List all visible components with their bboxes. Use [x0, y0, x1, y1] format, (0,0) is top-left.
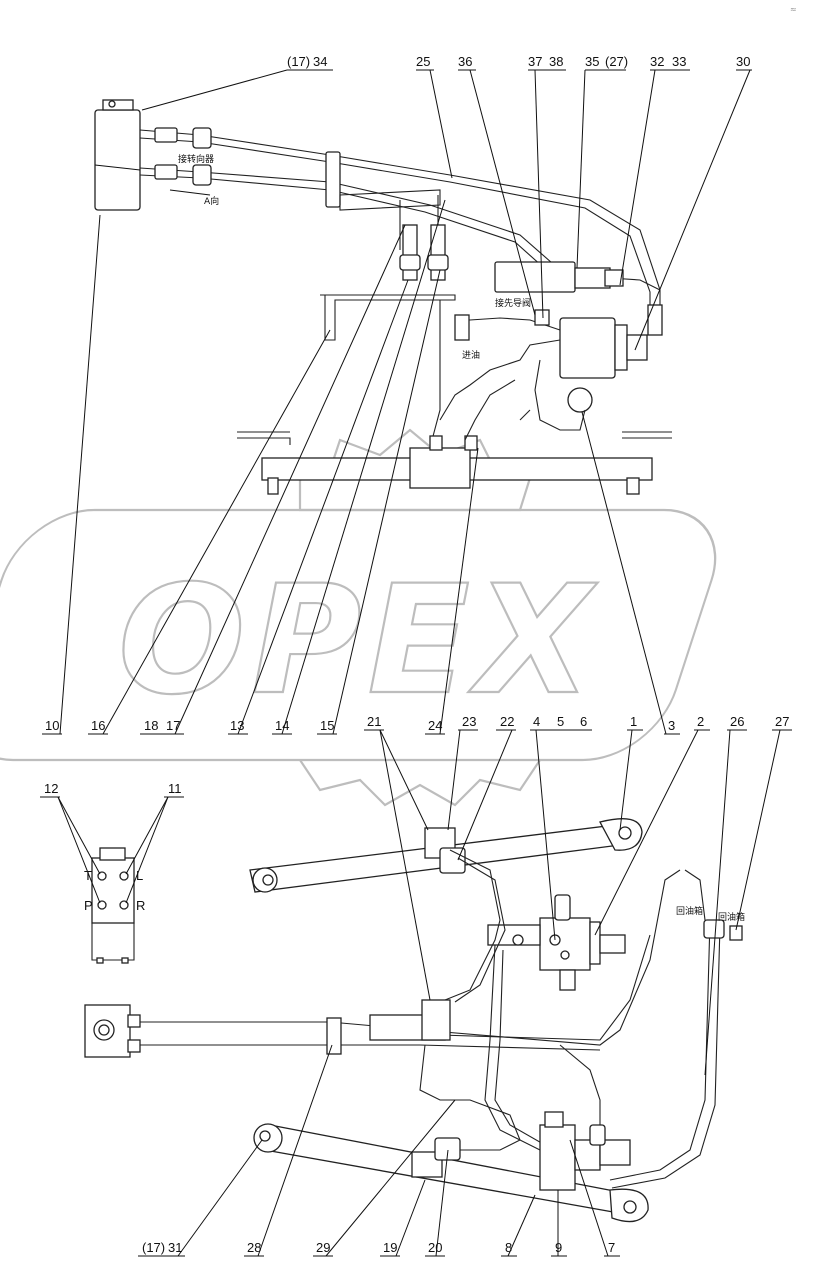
port-l: L: [136, 868, 143, 883]
callout-35: 35: [585, 54, 599, 69]
lower-assembly: [84, 818, 743, 1223]
port-t: T: [84, 868, 92, 883]
callout-24: 24: [428, 718, 442, 733]
annotation-return-1: 回油箱: [676, 905, 703, 917]
callout-5: 5: [557, 714, 564, 729]
callout-1: 1: [630, 714, 637, 729]
callout-29: 29: [316, 1240, 330, 1255]
corner-mark: ≈: [790, 5, 797, 14]
callout-20: 20: [428, 1240, 442, 1255]
callout-19: 19: [383, 1240, 397, 1255]
callout-27b: 27: [775, 714, 789, 729]
lower-top-callouts: 12 11 21 23 22 4 5 6 1 2 26 27: [40, 714, 792, 1076]
callout-22: 22: [500, 714, 514, 729]
callout-17c: (17): [142, 1240, 165, 1255]
callout-38: 38: [549, 54, 563, 69]
callout-13: 13: [230, 718, 244, 733]
callout-6: 6: [580, 714, 587, 729]
callout-37: 37: [528, 54, 542, 69]
callout-7: 7: [608, 1240, 615, 1255]
steering-valve: [539, 917, 591, 971]
annotation-pilot: 接先导阀: [495, 297, 531, 309]
top-assembly: [94, 99, 672, 495]
callout-8: 8: [505, 1240, 512, 1255]
annotation-a-dir: A向: [204, 195, 219, 207]
callout-30: 30: [736, 54, 750, 69]
callout-18: 18: [144, 718, 158, 733]
priority-valve: [559, 317, 616, 379]
orbitrol-body: [94, 109, 141, 211]
callout-33: 33: [672, 54, 686, 69]
callout-15: 15: [320, 718, 334, 733]
port-p: P: [84, 898, 93, 913]
callout-2: 2: [697, 714, 704, 729]
callout-36: 36: [458, 54, 472, 69]
callout-28: 28: [247, 1240, 261, 1255]
callout-32: 32: [650, 54, 664, 69]
flow-valve: [539, 1124, 576, 1191]
callout-14: 14: [275, 718, 289, 733]
watermark-gear-bottom: [299, 759, 541, 807]
bottom-callouts: (17) 31 28 29 19 20 8 9 7: [138, 1044, 620, 1257]
callout-34: 34: [313, 54, 327, 69]
callout-3: 3: [668, 718, 675, 733]
callout-10: 10: [45, 718, 59, 733]
callout-25: 25: [416, 54, 430, 69]
top-callouts: (17) 34 25 36 37 38 35 (27) 32 33 30 接转向…: [141, 54, 752, 361]
callout-16: 16: [91, 718, 105, 733]
callout-12: 12: [44, 781, 58, 796]
callout-26: 26: [730, 714, 744, 729]
callout-9: 9: [555, 1240, 562, 1255]
callout-23: 23: [462, 714, 476, 729]
callout-11: 11: [168, 781, 182, 796]
callout-4: 4: [533, 714, 540, 729]
valve-detail: T L P R: [84, 847, 145, 964]
annotation-oil-in: 进油: [462, 349, 480, 361]
callout-31: 31: [168, 1240, 182, 1255]
callout-27a: (27): [605, 54, 628, 69]
callout-17a: (17): [287, 54, 310, 69]
port-r: R: [136, 898, 145, 913]
annotation-turn: 接转向器: [178, 153, 214, 165]
middle-callouts: 10 16 18 17 13 14 15 24 3: [42, 199, 680, 735]
annotation-return-2: 回油箱: [718, 911, 745, 923]
watermark-logo: OPEX: [0, 428, 717, 807]
callout-21: 21: [367, 714, 381, 729]
watermark-frame: [0, 508, 717, 762]
